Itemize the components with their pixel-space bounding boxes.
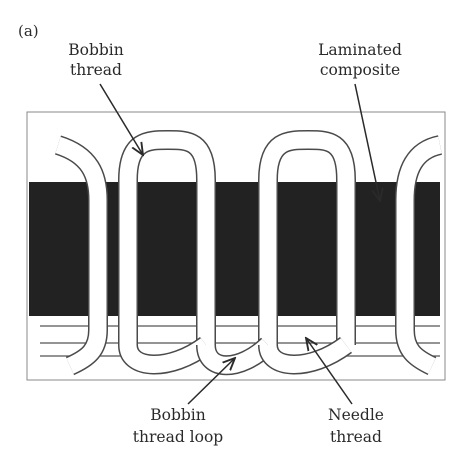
label-laminated-composite-1: Laminated [318, 41, 402, 59]
arrow-bobbin-thread [99, 83, 143, 155]
arrow-bobbin-thread-loop [187, 358, 235, 405]
label-bobbin-thread-loop-2: thread loop [133, 428, 224, 446]
label-laminated-composite-2: composite [320, 61, 400, 79]
label-needle-thread-1: Needle [328, 406, 384, 424]
arrow-laminated-composite [354, 83, 380, 201]
bobbin-thread-loops [54, 130, 443, 376]
label-needle-thread-2: thread [330, 428, 382, 446]
label-bobbin-thread-2: thread [70, 61, 122, 79]
label-bobbin-thread-loop-1: Bobbin [150, 406, 206, 424]
arrow-needle-thread [306, 338, 353, 405]
composite-outline [26, 111, 446, 381]
panel-label: (a) [18, 22, 39, 40]
label-bobbin-thread-1: Bobbin [68, 41, 124, 59]
